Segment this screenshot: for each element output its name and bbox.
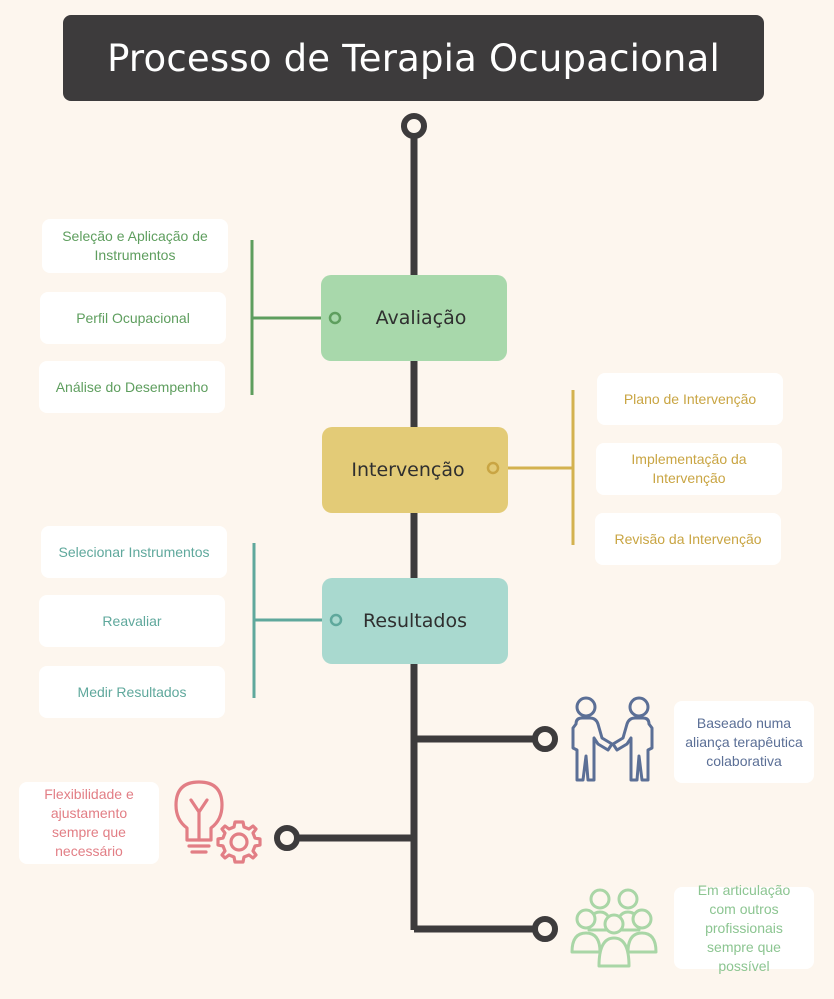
intervencao-item: Revisão da Intervenção — [595, 513, 781, 565]
handshake-icon — [571, 696, 654, 782]
resultados-item: Medir Resultados — [39, 666, 225, 718]
branch-flexibilidade-node — [274, 825, 300, 851]
page-title: Processo de Terapia Ocupacional — [107, 36, 720, 80]
avaliacao-item: Perfil Ocupacional — [40, 292, 226, 344]
team-icon — [570, 888, 658, 968]
intervencao-item: Implementação da Intervenção — [596, 443, 782, 495]
resultados-item: Reavaliar — [39, 595, 225, 647]
avaliacao-item: Seleção e Aplicação de Instrumentos — [42, 219, 228, 273]
stage-resultados-label: Resultados — [363, 610, 467, 632]
resultados-dot — [329, 613, 343, 627]
stage-intervencao: Intervenção — [322, 427, 508, 513]
lightbulb-gear-icon — [174, 780, 262, 864]
intervencao-dot — [486, 461, 500, 475]
intervencao-item: Plano de Intervenção — [597, 373, 783, 425]
timeline-start-node — [401, 113, 427, 139]
stage-resultados: Resultados — [322, 578, 508, 664]
stage-avaliacao: Avaliação — [321, 275, 507, 361]
principle-articulacao-card: Em articulação com outros profissionais … — [674, 882, 814, 974]
principle-alianca-card: Baseado numa aliança terapêutica colabor… — [674, 701, 814, 783]
stage-intervencao-label: Intervenção — [351, 459, 465, 481]
branch-alianca-node — [532, 726, 558, 752]
title-banner: Processo de Terapia Ocupacional — [63, 15, 764, 101]
resultados-item: Selecionar Instrumentos — [41, 526, 227, 578]
avaliacao-dot — [328, 311, 342, 325]
stage-avaliacao-label: Avaliação — [375, 307, 467, 329]
branch-articulacao-node — [532, 916, 558, 942]
avaliacao-item: Análise do Desempenho — [39, 361, 225, 413]
principle-flexibilidade-card: Flexibilidade e ajustamento sempre que n… — [19, 782, 159, 864]
